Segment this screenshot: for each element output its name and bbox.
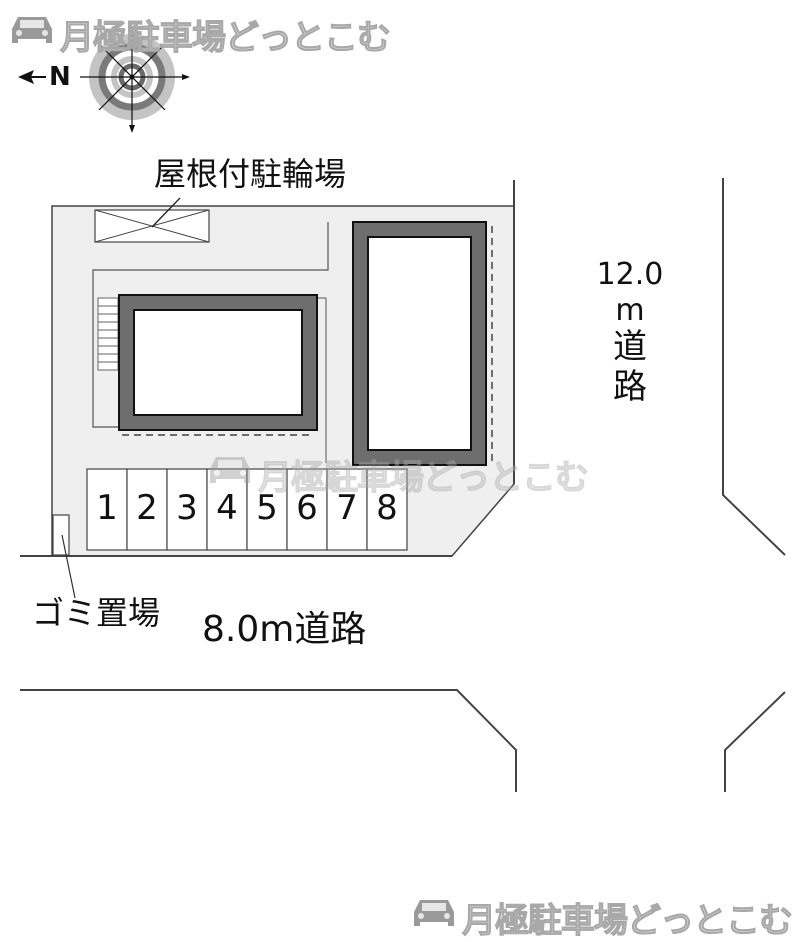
- north-arrow-icon: [18, 70, 46, 84]
- stall-number: 5: [256, 488, 278, 528]
- parking-stalls: [86, 468, 408, 551]
- stairs: [97, 297, 119, 371]
- watermark-text: 月極駐車場どっとこむ: [60, 18, 392, 59]
- road-bottom-edge: [20, 689, 517, 792]
- road-right-width: 12.0: [596, 257, 664, 292]
- road-right-edge: [722, 178, 786, 556]
- stall-number: 1: [96, 488, 118, 528]
- watermark-text: 月極駐車場どっとこむ: [258, 458, 590, 499]
- watermark-bottom: 月極駐車場どっとこむ: [412, 893, 794, 942]
- building-b: [352, 221, 493, 466]
- stall-number: 4: [216, 488, 238, 528]
- road-right-unit: m: [615, 293, 645, 328]
- road-corner-right: [724, 691, 786, 792]
- garbage-area-label: ゴミ置場: [32, 594, 161, 632]
- stall-number: 3: [176, 488, 198, 528]
- watermark-center: 月極駐車場どっとこむ: [208, 450, 590, 499]
- stall-number: 7: [336, 488, 358, 528]
- watermark-top: 月極駐車場どっとこむ: [10, 10, 392, 59]
- car-icon: [208, 453, 252, 496]
- bicycle-parking-label: 屋根付駐輪場: [154, 155, 347, 193]
- stall-number: 2: [136, 488, 158, 528]
- compass-icon: [80, 28, 190, 133]
- bicycle-parking: [94, 197, 210, 243]
- car-icon: [10, 13, 54, 56]
- road-bottom-label: 8.0m道路: [202, 609, 367, 650]
- road-right-label: 12.0 m 道 路: [590, 255, 670, 407]
- building-a: [118, 294, 318, 436]
- north-label: N: [49, 62, 71, 92]
- car-icon: [412, 896, 456, 939]
- garbage-area: [52, 514, 76, 599]
- watermark-text: 月極駐車場どっとこむ: [462, 901, 794, 942]
- road-right-char1: 道: [613, 327, 647, 367]
- stall-number: 6: [296, 488, 318, 528]
- road-right-char2: 路: [613, 367, 647, 407]
- walkway-outline: [92, 222, 329, 428]
- stall-number: 8: [376, 488, 398, 528]
